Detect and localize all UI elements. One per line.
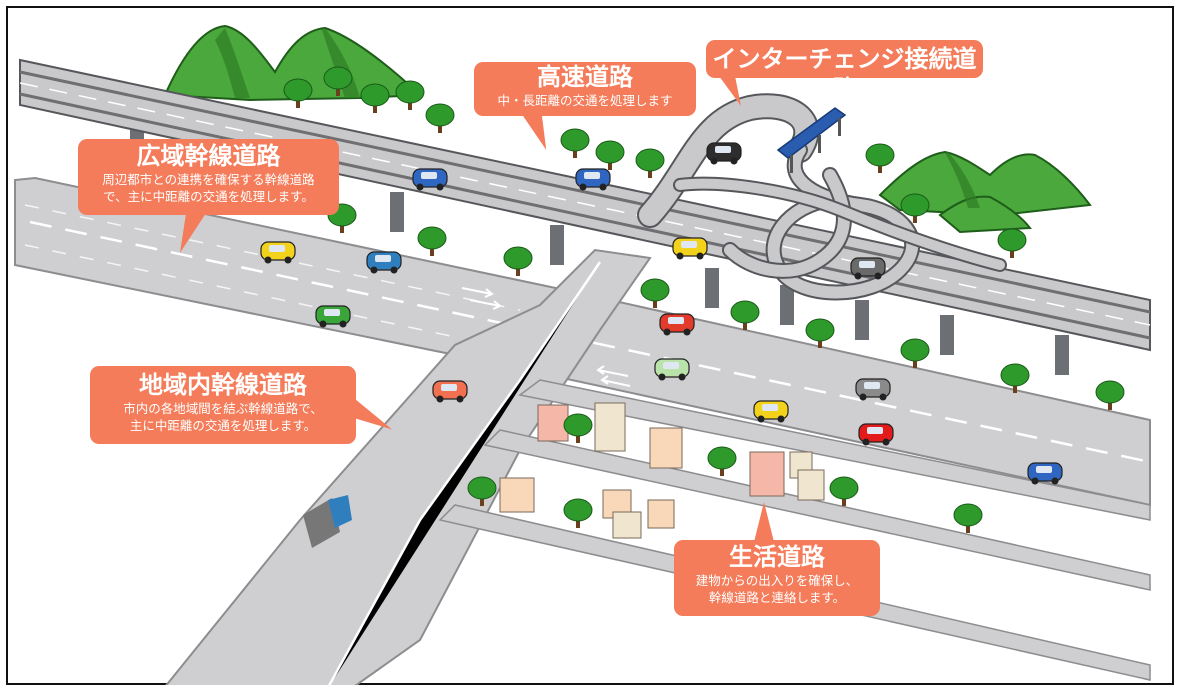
tree <box>563 413 593 443</box>
callout-highway-title: 高速道路 <box>537 63 633 91</box>
tree <box>635 148 665 178</box>
tree <box>640 278 670 308</box>
callout-local-trunk-desc-line1: 市内の各地域間を結ぶ幹線道路で、 <box>123 401 323 416</box>
car <box>260 241 296 264</box>
car <box>858 423 894 446</box>
car <box>654 358 690 381</box>
tree <box>360 83 390 113</box>
tree <box>805 318 835 348</box>
tree <box>900 338 930 368</box>
tree <box>829 476 859 506</box>
toll-gate <box>776 107 847 173</box>
truck <box>303 495 352 548</box>
tree <box>323 66 353 96</box>
expressway <box>19 58 1151 375</box>
car <box>753 400 789 423</box>
tree <box>707 446 737 476</box>
car <box>706 142 742 165</box>
callout-wide-area-trunk-title: 広域幹線道路 <box>136 142 281 170</box>
car <box>366 251 402 274</box>
vehicles <box>260 142 1063 485</box>
callout-highway-desc: 中・長距離の交通を処理します <box>497 93 673 108</box>
callout-wide-area-trunk-desc-line2: で、主に中距離の交通を処理します。 <box>103 189 314 204</box>
tree <box>563 498 593 528</box>
tree <box>730 300 760 330</box>
tree <box>1095 380 1125 410</box>
tree <box>560 128 590 158</box>
callout-living-road-desc-line1: 建物からの出入りを確保し、 <box>695 573 859 588</box>
car <box>432 380 468 403</box>
tree <box>1000 363 1030 393</box>
tree <box>395 80 425 110</box>
tree <box>283 78 313 108</box>
interchange-ramps <box>637 93 1007 301</box>
mountains-right <box>878 150 1092 234</box>
car <box>659 313 695 336</box>
car <box>575 168 611 191</box>
callout-local-trunk: 地域内幹線道路 市内の各地域間を結ぶ幹線道路で、 主に中距離の交通を処理します。 <box>90 366 397 444</box>
tree <box>997 228 1027 258</box>
callout-living-road-pointer <box>754 502 774 542</box>
local-trunk-road <box>165 248 652 685</box>
callout-interchange-title: インターチェンジ接続道路 <box>712 45 977 103</box>
buildings <box>499 402 825 539</box>
callout-living-road-desc-line2: 幹線道路と連絡します。 <box>708 590 846 605</box>
car <box>672 237 708 260</box>
tree <box>425 103 455 133</box>
callout-living-road-title: 生活道路 <box>729 543 825 571</box>
callout-wide-area-trunk: 広域幹線道路 周辺都市との連携を確保する幹線道路 で、主に中距離の交通を処理しま… <box>78 139 339 253</box>
callout-highway: 高速道路 中・長距離の交通を処理します <box>474 62 696 150</box>
trees <box>283 66 1125 533</box>
callout-interchange: インターチェンジ接続道路 <box>706 40 983 106</box>
callout-local-trunk-title: 地域内幹線道路 <box>139 371 307 399</box>
tree <box>417 226 447 256</box>
car <box>315 305 351 328</box>
car <box>855 378 891 401</box>
lane-arrows <box>461 287 631 387</box>
car <box>412 168 448 191</box>
tree <box>953 503 983 533</box>
tree <box>900 193 930 223</box>
tree <box>865 143 895 173</box>
callout-wide-area-trunk-desc-line1: 周辺都市との連携を確保する幹線道路 <box>102 172 315 187</box>
callout-living-road: 生活道路 建物からの出入りを確保し、 幹線道路と連絡します。 <box>674 502 880 616</box>
car <box>850 257 886 280</box>
tree <box>467 476 497 506</box>
tree <box>503 246 533 276</box>
callout-local-trunk-desc-line2: 主に中距離の交通を処理します。 <box>129 418 317 433</box>
car <box>1027 462 1063 485</box>
tree <box>595 140 625 170</box>
